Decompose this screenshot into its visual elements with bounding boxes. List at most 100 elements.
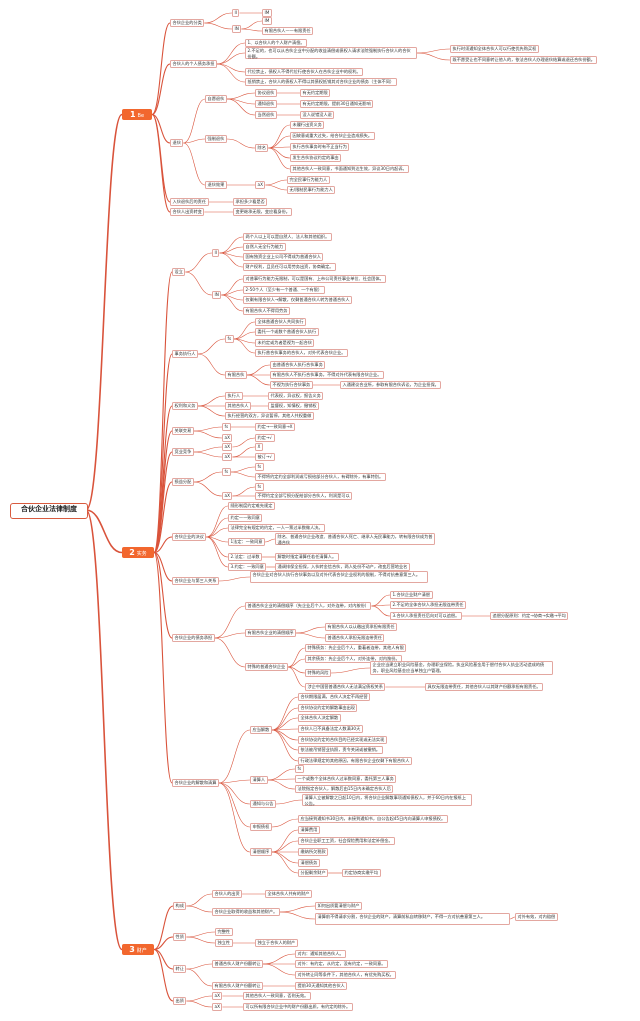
node-s2-i3c[interactable]: 特殊的风险 bbox=[305, 669, 331, 677]
node-s2-j1d[interactable]: 合伙人已不具备法定人数满30天 bbox=[298, 725, 363, 733]
node-s2-i3c1[interactable]: 企业应当建立职业风险基金，办理职业保险。执业风险基金用于偿付合伙人执业活动造成的… bbox=[370, 661, 553, 675]
node-s1-a5[interactable]: 有限合伙人——有限责任 bbox=[262, 27, 314, 35]
node-s2-a2d[interactable]: 有限合伙人不得用劳务 bbox=[243, 307, 290, 315]
node-s2-a[interactable]: 设立 bbox=[172, 268, 186, 276]
node-s3-a1a[interactable]: 全体合伙人共有的财产 bbox=[265, 890, 312, 898]
node-s2-a1a[interactable]: 两个人以上可以是自然人、法人和其他组织。 bbox=[243, 233, 332, 241]
node-s2-b2c[interactable]: 不视为执行合伙事务 bbox=[270, 381, 313, 389]
node-s3-a2a[interactable]: 如何出质要清偿与财产 bbox=[315, 902, 362, 910]
node-s2-g6a[interactable]: 通调排保全担保，入伙转金信合伙，两人处份不动产，改变后营地业名 bbox=[275, 563, 410, 571]
node-s1-c2[interactable]: 强制退伙 bbox=[205, 135, 227, 143]
node-s1-c2a4[interactable]: 发生合伙协议约定的事由 bbox=[290, 154, 342, 162]
node-s1-a4[interactable]: IM bbox=[262, 17, 272, 25]
node-s3-d2[interactable]: aX bbox=[212, 1003, 223, 1011]
node-s2-j5e[interactable]: 分配剩余财产 bbox=[298, 869, 329, 877]
node-s2-b2b[interactable]: 有限合伙人不执行合伙事务，不得对外代表有限合伙企业。 bbox=[270, 371, 384, 379]
node-s2-e2a[interactable]: X bbox=[255, 443, 263, 451]
node-s2-g6[interactable]: 3.约定：一致同意 bbox=[228, 563, 267, 571]
node-s3-c1c[interactable]: 对外转让同等条件下，其他合伙人，有优先购买权。 bbox=[295, 971, 397, 979]
node-s1-c2a1[interactable]: 未履行出资义务 bbox=[290, 121, 325, 129]
node-s1-c3a1[interactable]: 完全民事行为能力人 bbox=[287, 176, 330, 184]
node-s2-j1[interactable]: 应当解散 bbox=[250, 726, 272, 734]
node-s2-a2[interactable]: IN bbox=[212, 291, 222, 299]
node-s2-j5e1[interactable]: 约定协商实缴平均 bbox=[342, 869, 381, 877]
node-s2-i1[interactable]: 普通合伙企业的清偿顺序（先企业后个人，对外连带，对内按份） bbox=[245, 602, 372, 610]
node-s2-h[interactable]: 合伙企业与第三人关系 bbox=[172, 577, 219, 585]
node-s2-c2[interactable]: 其他合伙人 bbox=[225, 402, 251, 410]
node-s2-i2[interactable]: 有限合伙企业的清偿顺序 bbox=[245, 629, 297, 637]
node-s2-d1a[interactable]: 约定→一致同意→X bbox=[255, 423, 296, 431]
node-s2-j5c[interactable]: 缴纳所欠税款 bbox=[298, 848, 329, 856]
node-s1-c1b1[interactable]: 有无约定期限，提前30日通知无影响 bbox=[300, 100, 374, 108]
node-s2-b2a[interactable]: 由普通合伙人执行合伙事务 bbox=[270, 361, 326, 369]
node-s2-b1d[interactable]: 执行普合伙事务的合伙人，对外代表合伙企业。 bbox=[255, 349, 348, 357]
node-s2-e1[interactable]: aX bbox=[222, 443, 233, 451]
node-s2-d2[interactable]: aX bbox=[222, 434, 233, 442]
node-s2-f1[interactable]: fs bbox=[222, 468, 231, 476]
node-s2-j5d[interactable]: 清偿债务 bbox=[298, 859, 320, 867]
node-s1-b1[interactable]: 1、以合伙人的个人财产清偿。 bbox=[245, 39, 308, 47]
node-s1-a[interactable]: 合伙企业的分类 bbox=[170, 19, 205, 27]
node-s2-j5a[interactable]: 清算费用 bbox=[298, 826, 320, 834]
node-s2-j1f[interactable]: 依法被吊销营业执照，责令关闭或被撤销。 bbox=[298, 746, 383, 754]
node-s2-a2a[interactable]: 对普事行为能力无限制，可以是国有、上市公司责任事业单位、社会团体。 bbox=[243, 275, 387, 283]
node-s2-j5[interactable]: 清偿顺序 bbox=[250, 848, 272, 856]
node-s2-j2[interactable]: 清算人 bbox=[250, 776, 268, 784]
node-s2-j4a[interactable]: 应当接到通知书30日内，未接到通知书，自公告起45日内向清算人申报债权。 bbox=[298, 815, 448, 823]
node-s1-c1a[interactable]: 协议退伙 bbox=[255, 89, 277, 97]
node-s2-i3d[interactable]: 涉企中国营普通合伙人无法满足债权关系 bbox=[305, 683, 386, 691]
node-s3-b2a[interactable]: 独立于合伙人的财产 bbox=[255, 939, 298, 947]
node-s2-d[interactable]: 关联交易 bbox=[172, 427, 194, 435]
node-s2-j4[interactable]: 申报债权 bbox=[250, 823, 272, 831]
node-s2-c3[interactable]: 执行经营的双方，异议暂停，其他人共权重做 bbox=[225, 412, 314, 420]
node-s3-b1[interactable]: 完整性 bbox=[215, 928, 233, 936]
node-s1-c1c1[interactable]: 没人说错没人说 bbox=[300, 111, 335, 119]
node-s3-d[interactable]: 出质 bbox=[173, 997, 187, 1005]
node-s1-b6[interactable]: 既不愿受让也不同意转让他人的，依法合伙人办理退伙结算或退还合伙份额。 bbox=[450, 56, 598, 64]
node-s3-a[interactable]: 构成 bbox=[173, 902, 187, 910]
node-s3-d2a[interactable]: 可以所有限合伙企业中的财产份额出质，有约定的除外。 bbox=[243, 1003, 353, 1011]
node-s3-c1[interactable]: 普通合伙人财产份额转让 bbox=[212, 960, 264, 968]
node-s2-i1b[interactable]: 2.不足的全体合伙人承担无限连带责任 bbox=[390, 601, 466, 609]
node-s1-c3a2[interactable]: 无/限制民事行为能力人 bbox=[287, 186, 336, 194]
node-s1-a3[interactable]: IM bbox=[262, 9, 272, 17]
node-s1-a2[interactable]: IN bbox=[232, 25, 242, 33]
node-s1-b2[interactable]: 2.不足的，也可以从合伙企业中分配的收益清偿或债权人请求法院强制执行合伙人的合伙… bbox=[245, 47, 417, 59]
node-s2-j1e[interactable]: 合伙协议约定的合伙目的已经实现或无法实现 bbox=[298, 736, 387, 744]
node-s1-c3a[interactable]: aX bbox=[255, 181, 266, 189]
node-s2-f1b[interactable]: 不得将约定约全部利润或亏损给部分合伙人，有碍除外，有事特别。 bbox=[255, 473, 386, 481]
node-s3-c2[interactable]: 有限合伙人财产份额转让 bbox=[212, 982, 264, 990]
node-s2-i1d[interactable]: 追偿分配原则：约定→协商→实缴→平均 bbox=[490, 612, 569, 620]
node-s1-c2a2[interactable]: 因故意或重大过失，给合伙企业造成损失。 bbox=[290, 132, 375, 140]
node-s1-b[interactable]: 合伙人的个人债务承担 bbox=[170, 60, 217, 68]
node-s2-j2c[interactable]: 法院指定合伙人，解散后由15日内未确定合伙人后 bbox=[295, 785, 394, 793]
node-s2-f[interactable]: 损益分配 bbox=[172, 478, 194, 486]
node-s1-c3[interactable]: 退伙效果 bbox=[205, 181, 227, 189]
node-s1-c1a1[interactable]: 有无约定期限 bbox=[300, 89, 331, 97]
node-s2-j3[interactable]: 通知与公告 bbox=[250, 800, 276, 808]
node-s3-b[interactable]: 性质 bbox=[173, 933, 187, 941]
node-s2-a1c[interactable]: 国有独资企业上公司不得成为普通合伙人 bbox=[243, 253, 324, 261]
node-s2-i[interactable]: 合伙企业的债务承担 bbox=[172, 634, 215, 642]
node-s3-b2[interactable]: 独立性 bbox=[215, 939, 233, 947]
node-s2-i3[interactable]: 特殊的普通合伙企业 bbox=[245, 663, 288, 671]
node-s3-d1[interactable]: aX bbox=[212, 992, 223, 1000]
node-s1-b5[interactable]: 执行时须通知全体合伙人可以行使优先购买权 bbox=[450, 45, 539, 53]
node-s2-i1a[interactable]: 1.合伙企业财产清偿 bbox=[390, 591, 433, 599]
node-s2-a1[interactable]: II bbox=[212, 249, 220, 257]
node-s2-g5a[interactable]: 解散时指定清算任若任清算人。 bbox=[275, 553, 339, 561]
node-s2-f1a[interactable]: fs bbox=[255, 463, 264, 471]
node-s2-c1a[interactable]: 代表权，异议权，报告义务 bbox=[268, 392, 324, 400]
node-s3-c1b[interactable]: 对外：有约定，从约定，没有约定，一致同意。 bbox=[295, 960, 388, 968]
node-s2-j1c[interactable]: 全体合伙人决定解散 bbox=[298, 714, 341, 722]
node-s2-j2b[interactable]: 一个或数个全体合伙人过半数同意，委托第三人事务 bbox=[295, 775, 397, 783]
node-s2-e2b[interactable]: 被订→√ bbox=[255, 453, 275, 461]
node-s1-c2a3[interactable]: 执行合伙事务时有不正当行为 bbox=[290, 143, 350, 151]
node-s2-i2a[interactable]: 有限合伙人以认缴出资承担有限责任 bbox=[325, 623, 398, 631]
node-s2-f2a[interactable]: fs bbox=[255, 483, 264, 491]
node-s2-a2c[interactable]: 仅剩有限合伙人→解散，仅剩普通合伙人转为普通合伙人 bbox=[243, 296, 353, 304]
node-s1-c2a[interactable]: 除名 bbox=[255, 144, 269, 152]
node-s2-i3a[interactable]: 特殊债务：先企业后个人，重着者连带，其他人有限 bbox=[305, 644, 407, 652]
